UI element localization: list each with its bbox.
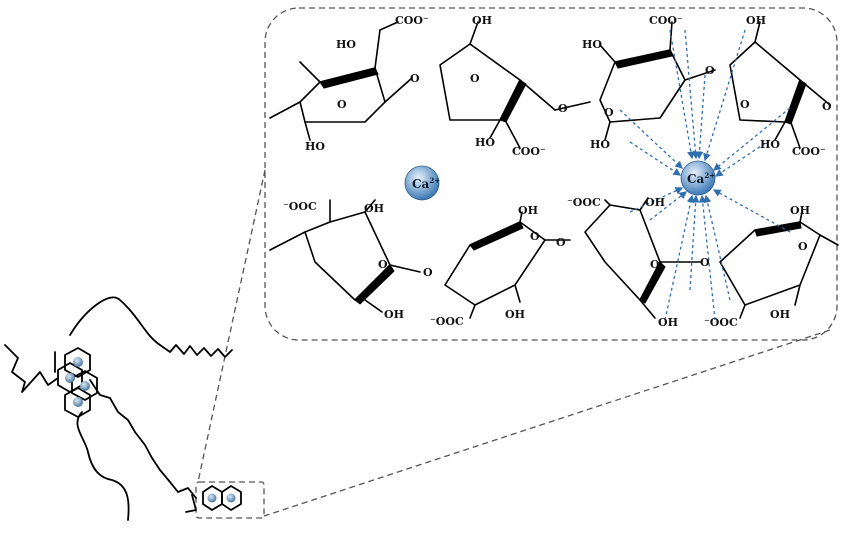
svg-text:⁻OOC: ⁻OOC — [430, 315, 464, 328]
svg-text:O: O — [700, 256, 710, 269]
svg-text:HO: HO — [760, 138, 780, 151]
svg-text:Ca2+: Ca2+ — [412, 176, 440, 191]
svg-text:O: O — [798, 240, 808, 253]
svg-text:O: O — [705, 64, 715, 77]
svg-text:HO: HO — [305, 140, 325, 153]
svg-text:⁻OOC: ⁻OOC — [283, 200, 317, 213]
svg-text:COO⁻: COO⁻ — [792, 145, 826, 158]
svg-text:Ca2+: Ca2+ — [687, 171, 715, 186]
svg-text:O: O — [604, 106, 614, 119]
zoom-frame — [264, 7, 838, 341]
zoom-line-upper — [197, 169, 266, 483]
svg-text:O: O — [423, 266, 433, 279]
svg-text:O: O — [470, 72, 480, 85]
svg-text:COO⁻: COO⁻ — [395, 14, 429, 27]
svg-text:HO: HO — [582, 38, 602, 51]
svg-text:O: O — [378, 258, 388, 271]
calcium-ion-right: Ca2+ — [680, 160, 716, 196]
svg-text:OH: OH — [364, 202, 384, 215]
svg-text:OH: OH — [384, 308, 404, 321]
svg-text:O: O — [556, 236, 566, 249]
svg-text:O: O — [410, 72, 420, 85]
svg-text:OH: OH — [658, 316, 678, 329]
svg-text:OH: OH — [790, 204, 810, 217]
svg-text:O: O — [530, 230, 540, 243]
top-chain-labels: COO⁻ HO O HO O OH O HO COO⁻ O COO⁻ HO O … — [305, 14, 832, 158]
polyaromatic-molecule — [4, 296, 242, 521]
svg-text:OH: OH — [472, 14, 492, 27]
svg-text:⁻OOC: ⁻OOC — [704, 316, 738, 329]
bottom-chain-labels: ⁻OOC OH O OH O ⁻OOC OH OH O O ⁻OOC OH O … — [283, 196, 810, 329]
zoom-line-lower — [263, 329, 831, 517]
svg-text:O: O — [740, 98, 750, 111]
svg-text:OH: OH — [770, 308, 790, 321]
source-region-box — [195, 481, 265, 519]
svg-text:HO: HO — [590, 138, 610, 151]
svg-text:⁻OOC: ⁻OOC — [567, 196, 601, 209]
svg-text:COO⁻: COO⁻ — [512, 145, 546, 158]
svg-text:COO⁻: COO⁻ — [649, 14, 683, 27]
calcium-ion-left: Ca2+ — [404, 165, 440, 201]
svg-text:O: O — [337, 98, 347, 111]
svg-text:OH: OH — [746, 14, 766, 27]
svg-text:OH: OH — [518, 204, 538, 217]
top-alginate-chain — [269, 21, 831, 149]
svg-text:O: O — [558, 102, 568, 115]
svg-text:OH: OH — [505, 308, 525, 321]
svg-text:OH: OH — [645, 196, 665, 209]
svg-text:O: O — [650, 258, 660, 271]
svg-text:HO: HO — [475, 136, 495, 149]
coordination-arrows — [619, 29, 791, 321]
bottom-alginate-chain — [269, 197, 839, 319]
svg-text:HO: HO — [336, 38, 356, 51]
svg-text:O: O — [822, 100, 832, 113]
